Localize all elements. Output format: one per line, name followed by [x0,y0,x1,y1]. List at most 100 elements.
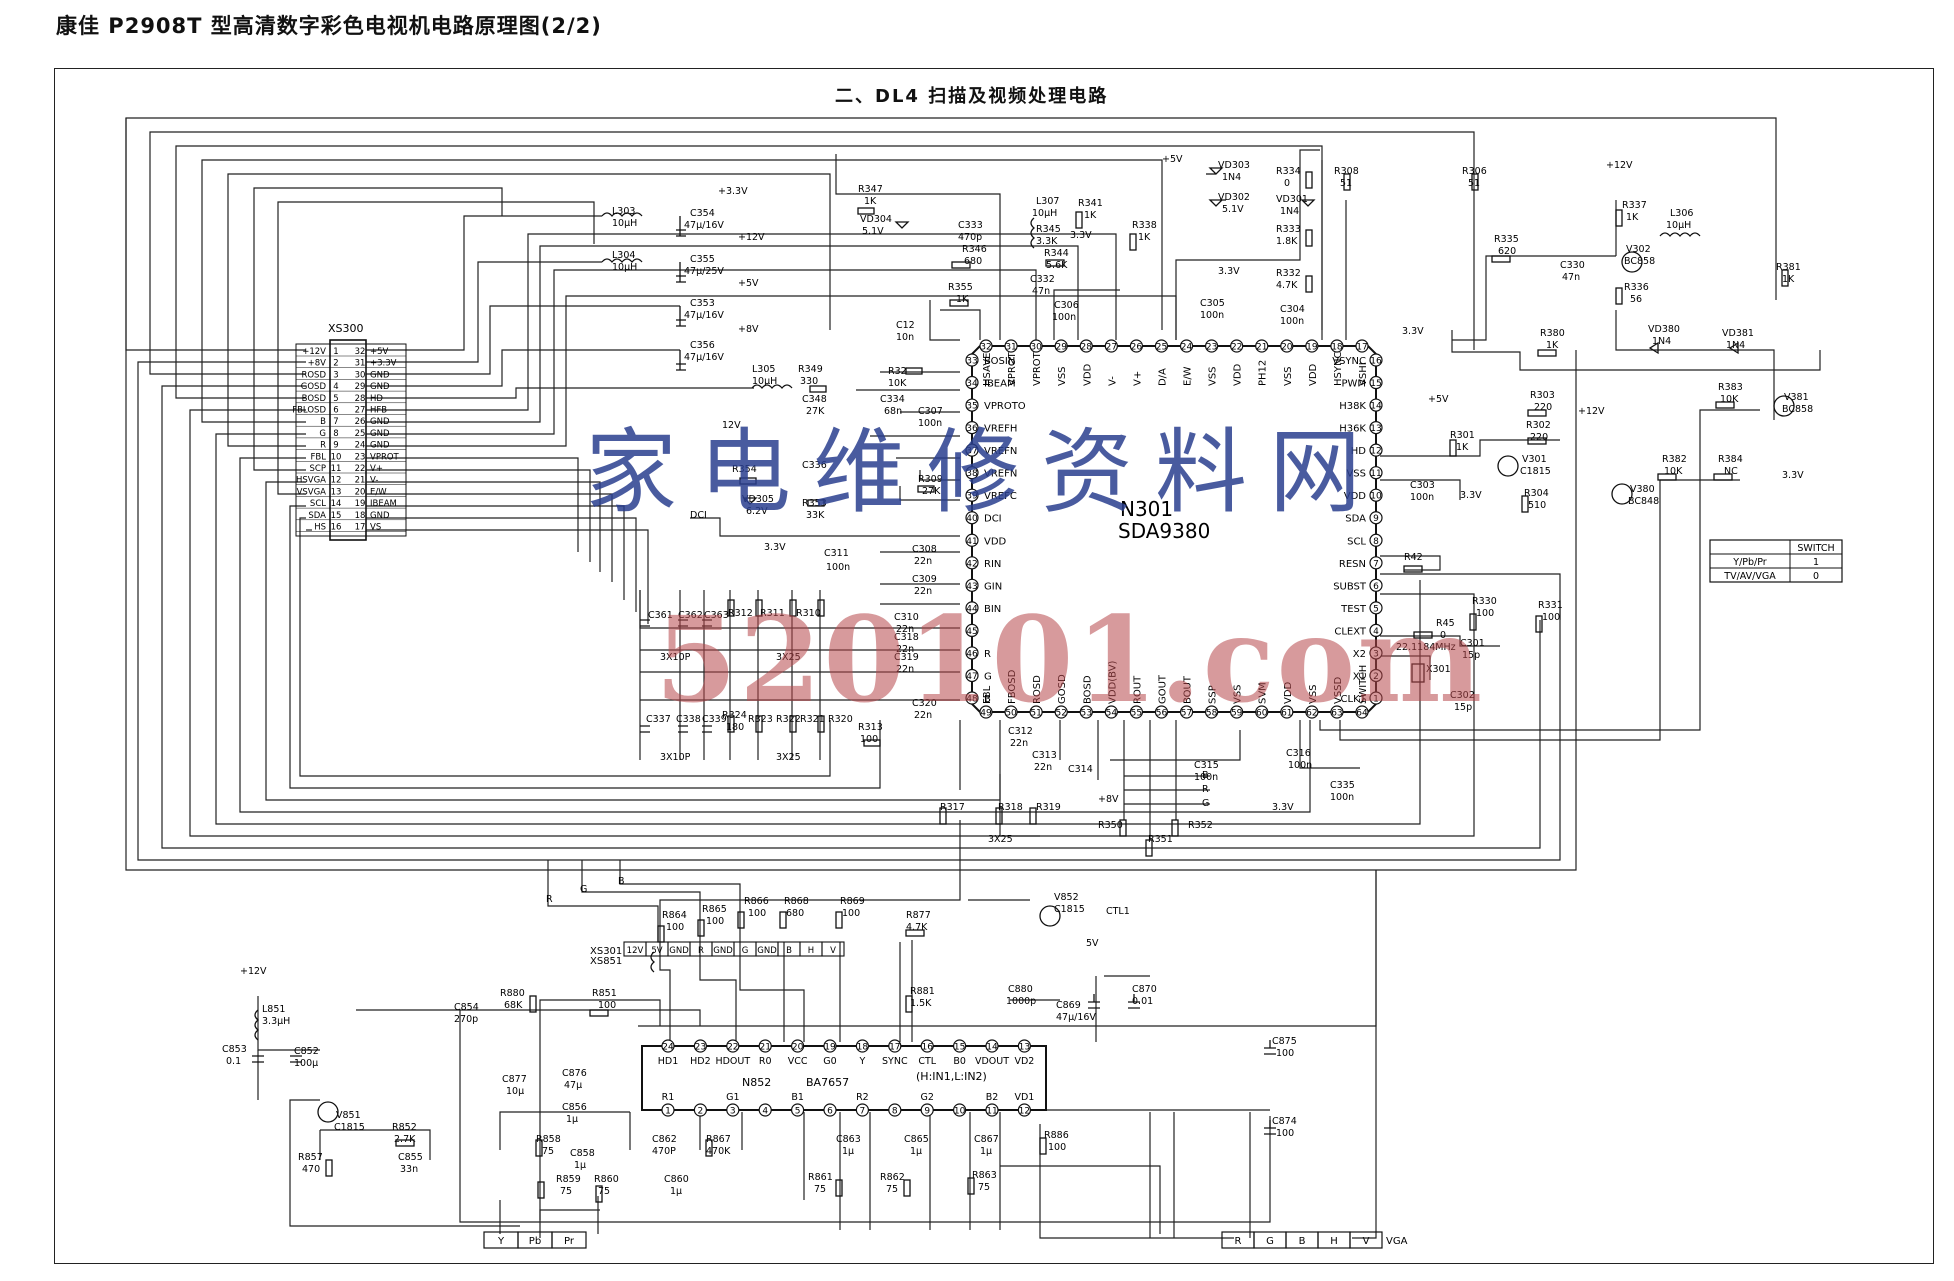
ic-n301-part: SDA9380 [1118,519,1210,543]
component-label: 15p [1462,650,1480,661]
n852-pin-label: VD2 [1014,1056,1034,1067]
ic-pin-number: 18 [1331,343,1343,353]
ic-pin-label: BOSD [1082,675,1093,704]
component-label: 6.2V [746,506,768,517]
ic-pin [965,533,979,547]
ic-pin-number: 49 [980,709,992,719]
ic-pin-label: VDD [984,536,1007,547]
component-label: R332 [1276,268,1301,279]
n852-pin-number: 1 [665,1107,671,1117]
component-label: 3.3V [1272,802,1294,813]
n852-pin-label: HD2 [690,1056,711,1067]
component-label: 100 [706,916,724,927]
xs301-pin-label: G [742,946,749,956]
component-label: R306 [1462,166,1487,177]
n852-pin-number: 16 [921,1043,933,1053]
xs300-right-label: GND [370,417,390,427]
xs300-left-label: R [320,441,326,451]
ic-pin [1054,705,1068,719]
component-label: C303 [1410,480,1435,491]
ic-pin-label: BIN [984,604,1001,615]
n852-pin-number: 21 [759,1043,770,1053]
ic-pin-number: 7 [1373,559,1379,569]
ic-pin-number: 59 [1231,709,1243,719]
component-label: 56 [1630,294,1642,305]
ic-pin [1280,339,1294,353]
component-label: X301 [1426,664,1451,675]
ic-pin-number: 14 [1370,402,1382,412]
ic-pin [1129,339,1144,353]
xs300-right-pin: 31 [355,359,366,369]
component-label: R381 [1776,262,1801,273]
component-label: C856 [562,1102,587,1113]
ic-pin-number: 26 [1131,343,1143,353]
n852-pin [790,1039,805,1053]
component-label: C880 [1008,984,1033,995]
xs301-pin-label: 5V [651,946,662,956]
component-label: 5.1V [1222,204,1244,215]
component-label: R320 [828,714,853,725]
ic-pin-label: B [984,694,991,705]
xs300-left-label: SCL [310,499,326,509]
component-label: VD303 [1218,160,1250,171]
component-label: 1K [1546,340,1559,351]
component-label: R319 [1036,802,1061,813]
n852-pin-label: B2 [986,1092,999,1103]
xs300-right-label: +3.3V [370,359,397,369]
n852-pin-label: CTL [918,1056,936,1067]
n852-pin-label: G2 [920,1092,933,1103]
xs301-pin-label: GND [713,946,733,956]
component-label: 330 [800,376,818,387]
component-label: R [1202,784,1209,795]
ic-pin-label: G [984,671,992,682]
ic-n852-part: BA7657 [806,1076,849,1089]
component-label: 1N4 [1222,172,1241,183]
n852-pin-number: 10 [954,1107,966,1117]
ic-pin [1369,375,1383,390]
ic-pin-label: VREFH [984,424,1017,435]
component-label: +12V [738,232,765,243]
component-label: V851 [336,1110,361,1121]
component-label: C1815 [1054,904,1085,915]
component-label: R859 [556,1174,581,1185]
xs300-right-label: V+ [370,464,383,474]
ic-pin [1230,339,1244,353]
component-label: R860 [594,1174,619,1185]
component-label: C338 [676,714,701,725]
n852-pin-number: 15 [954,1043,965,1053]
ic-pin [1004,339,1018,353]
component-label: BC858 [1624,256,1655,267]
component-label: C304 [1280,304,1305,315]
n852-pin [920,1039,934,1053]
xs300-right-pin: 32 [355,347,366,357]
xs301-pin-label: 12V [627,946,644,956]
xs300-right-label: E/W [370,487,387,497]
ic-pin [965,443,979,457]
ic-pin [965,556,979,570]
component-label: R354 [732,464,757,475]
n852-pin-number: 14 [986,1043,998,1053]
xs300-ref: XS300 [328,322,364,335]
xs300-right-pin: 19 [355,499,366,509]
xs301-pin-label: GND [757,946,777,956]
component-label: 51 [1468,178,1480,189]
xs300-left-pin: 3 [333,370,338,380]
ic-pin [1305,339,1319,353]
component-label: C337 [646,714,671,725]
component-label: R861 [808,1172,833,1183]
component-label: R857 [298,1152,323,1163]
n852-pin-number: 20 [792,1043,804,1053]
ic-pin-number: 38 [966,469,978,479]
component-label: 47μ/16V [684,220,724,231]
ic-pin-label: X2 [1353,649,1366,660]
xs300-left-label: GOSD [301,382,327,392]
component-label: VD302 [1218,192,1250,203]
xs300-left-pin: 4 [333,382,338,392]
component-label: 1K [1084,210,1097,221]
component-label: 100 [666,922,684,933]
ic-pin-label: VPROT [1032,351,1043,386]
ic-pin-number: 64 [1356,709,1368,719]
n852-pin-number: 11 [986,1107,997,1117]
n852-pin-number: 8 [892,1107,898,1117]
ic-pin [1369,353,1383,367]
